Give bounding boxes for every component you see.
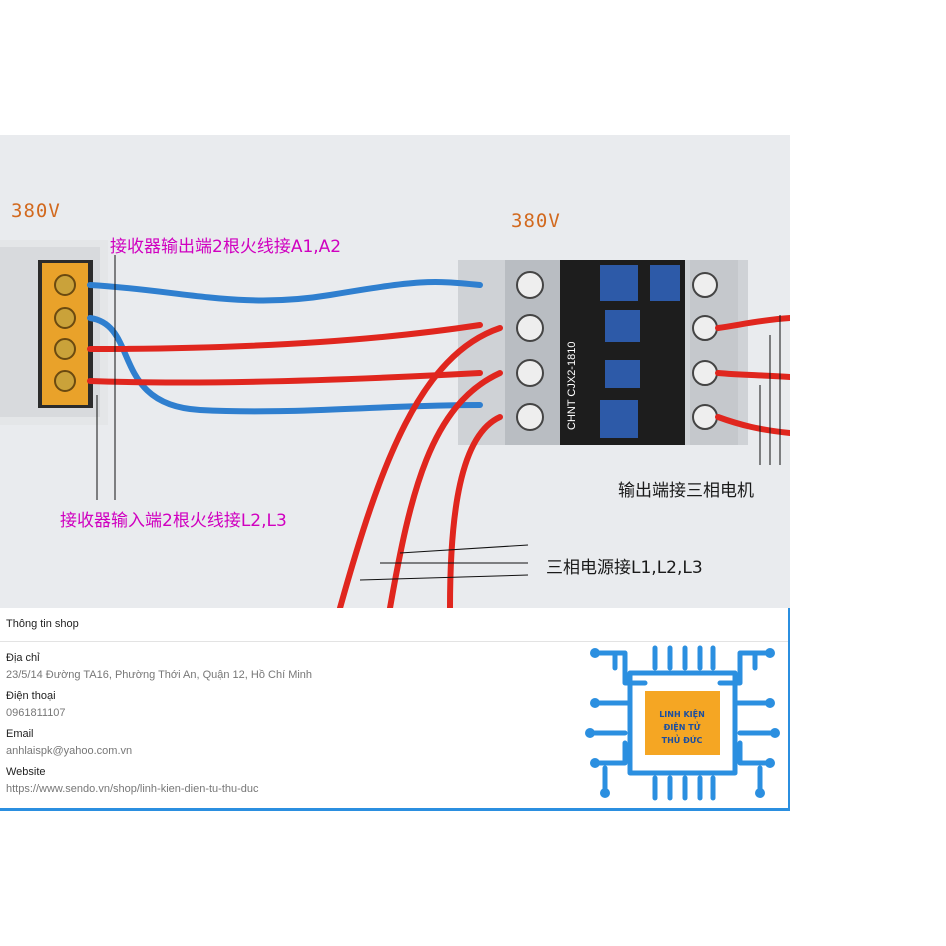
website-label: Website <box>6 766 46 778</box>
address-value: 23/5/14 Đường TA16, Phường Thới An, Quận… <box>6 669 313 681</box>
motor-output-label: 输出端接三相电机 <box>618 481 754 501</box>
receiver-module <box>0 240 108 425</box>
shop-logo: LINH KIỆN ĐIỆN TỬ THỦ ĐỨC <box>585 645 780 801</box>
power-input-label: 三相电源接L1,L2,L3 <box>546 558 703 578</box>
shop-info-title: Thông tin shop <box>6 618 79 630</box>
contactor: CHNT CJX2-1810 <box>458 260 748 445</box>
logo-line-3: THỦ ĐỨC <box>662 733 703 745</box>
pointer-lines <box>96 255 781 581</box>
left-voltage-label: 380V <box>11 200 61 222</box>
website-link[interactable]: https://www.sendo.vn/shop/linh-kien-dien… <box>6 783 259 795</box>
phone-label: Điện thoại <box>6 690 56 702</box>
logo-line-2: ĐIỆN TỬ <box>664 720 701 732</box>
email-label: Email <box>6 728 34 740</box>
receiver-output-label: 接收器输出端2根火线接A1,A2 <box>110 237 342 257</box>
address-label: Địa chỉ <box>6 652 40 664</box>
divider <box>0 641 788 642</box>
receiver-input-label: 接收器输入端2根火线接L2,L3 <box>60 511 287 531</box>
contactor-model-text: CHNT CJX2-1810 <box>566 342 578 430</box>
right-voltage-label: 380V <box>511 210 561 232</box>
phone-value[interactable]: 0961811107 <box>6 707 66 719</box>
wiring-diagram-photo: CHNT CJX2-1810 <box>0 135 790 608</box>
shop-info-panel: Thông tin shop Địa chỉ 23/5/14 Đường TA1… <box>0 608 790 811</box>
email-value[interactable]: anhlaispk@yahoo.com.vn <box>6 745 133 757</box>
blue-wires <box>87 279 483 415</box>
logo-line-1: LINH KIỆN <box>659 709 705 719</box>
red-wires <box>87 315 790 608</box>
